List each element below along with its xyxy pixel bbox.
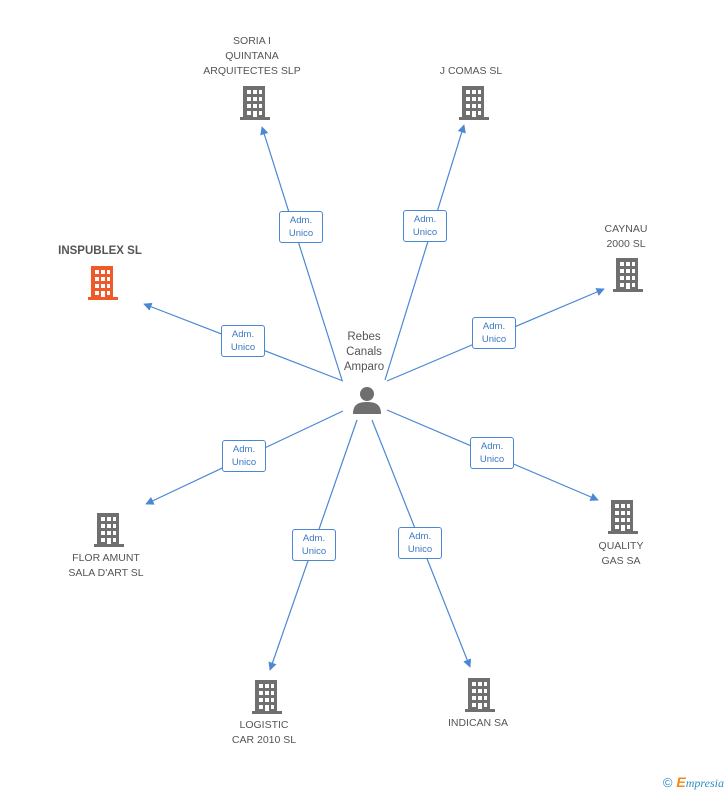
company-name[interactable]: FLOR AMUNT SALA D'ART SL (68, 552, 144, 579)
relation-type: Unico (412, 227, 438, 238)
company-name[interactable]: J COMAS SL (439, 65, 503, 77)
footer-brand[interactable]: ©Empresia (663, 774, 724, 791)
relation-type: Unico (301, 546, 327, 557)
building-icon[interactable] (458, 86, 490, 120)
relation-role: Adm. (302, 533, 326, 544)
relation-type: Unico (288, 228, 314, 239)
company-name[interactable]: CAYNAU 2000 SL (604, 223, 648, 250)
copyright-icon: © (662, 775, 673, 790)
relation-badge-flor[interactable]: Adm. Unico (222, 440, 266, 472)
company-name[interactable]: SORIA I QUINTANA ARQUITECTES SLP (203, 35, 301, 77)
company-name[interactable]: INDICAN SA (447, 717, 509, 729)
relation-role: Adm. (408, 531, 432, 542)
relation-type: Unico (230, 342, 256, 353)
building-icon[interactable] (239, 86, 271, 120)
building-icon[interactable] (464, 678, 496, 712)
relation-role: Adm. (289, 215, 313, 226)
relation-type: Unico (231, 457, 257, 468)
person-icon[interactable] (352, 385, 382, 415)
relation-badge-caynau[interactable]: Adm. Unico (472, 317, 516, 349)
relation-badge-indican[interactable]: Adm. Unico (398, 527, 442, 559)
brand-initial: E (676, 774, 686, 790)
building-icon[interactable] (612, 258, 644, 292)
relation-type: Unico (481, 334, 507, 345)
edge-soria (260, 126, 343, 381)
relation-role: Adm. (482, 321, 506, 332)
building-icon[interactable] (251, 680, 283, 714)
company-name[interactable]: LOGISTIC CAR 2010 SL (231, 719, 297, 746)
building-icon-highlighted[interactable] (87, 266, 119, 300)
relation-badge-logistic[interactable]: Adm. Unico (292, 529, 336, 561)
relation-role: Adm. (232, 444, 256, 455)
brand-name: mpresia (685, 776, 724, 790)
relation-role: Adm. (480, 441, 504, 452)
relation-type: Unico (479, 454, 505, 465)
company-name[interactable]: INSPUBLEX SL (58, 245, 142, 257)
edge-jcomas (384, 124, 466, 381)
relation-badge-inspublex[interactable]: Adm. Unico (221, 325, 265, 357)
company-name[interactable]: QUALITY GAS SA (598, 540, 644, 567)
relation-role: Adm. (231, 329, 255, 340)
relation-badge-jcomas[interactable]: Adm. Unico (403, 210, 447, 242)
relation-badge-quality[interactable]: Adm. Unico (470, 437, 514, 469)
building-icon[interactable] (607, 500, 639, 534)
relation-badge-soria[interactable]: Adm. Unico (279, 211, 323, 243)
relation-type: Unico (407, 544, 433, 555)
building-icon[interactable] (93, 513, 125, 547)
relation-role: Adm. (413, 214, 437, 225)
person-name[interactable]: Rebes Canals Amparo (343, 331, 385, 373)
